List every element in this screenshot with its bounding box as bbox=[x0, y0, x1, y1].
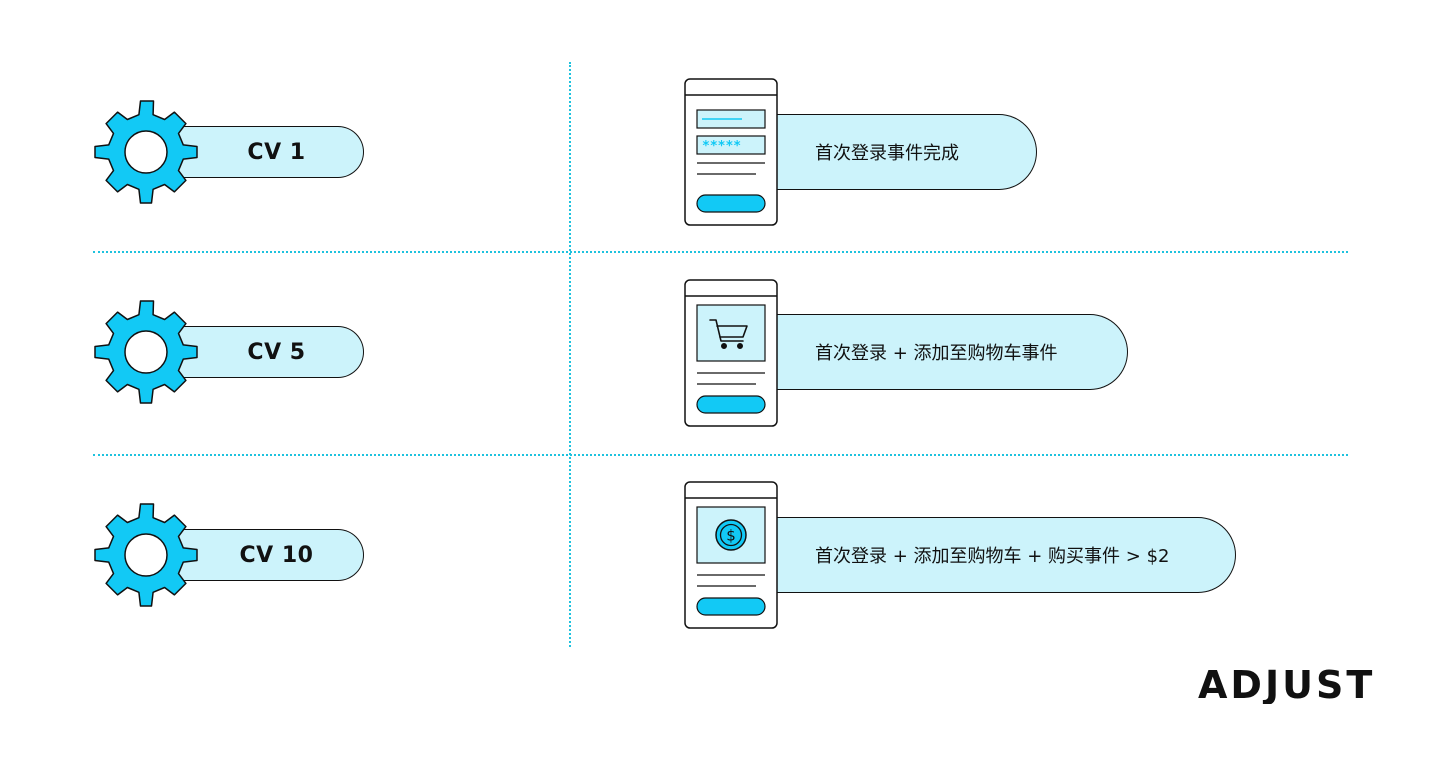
event-pill: 首次登录事件完成 bbox=[760, 114, 1037, 190]
cv-label-pill: CV 5 bbox=[168, 326, 364, 378]
shopping-cart-screen bbox=[684, 279, 778, 427]
event-label: 首次登录 + 添加至购物车 + 购买事件 > $2 bbox=[815, 546, 1170, 567]
cv-label: CV 1 bbox=[247, 139, 306, 165]
gear-icon bbox=[94, 503, 198, 607]
dollar-coin-icon: $ bbox=[715, 519, 747, 551]
cv-label-pill: CV 1 bbox=[168, 126, 364, 178]
gear-icon bbox=[94, 300, 198, 404]
event-label: 首次登录事件完成 bbox=[815, 143, 959, 164]
adjust-logo-text: ADJUST bbox=[1198, 664, 1375, 704]
cv-label-pill: CV 10 bbox=[168, 529, 364, 581]
gear-icon bbox=[94, 100, 198, 204]
adjust-logo: ADJUST bbox=[1198, 664, 1375, 704]
horizontal-divider-2 bbox=[93, 454, 1348, 456]
shopping-cart-icon bbox=[709, 319, 748, 350]
purchase-screen: $ bbox=[684, 481, 778, 629]
cv-label: CV 10 bbox=[239, 542, 314, 568]
event-pill: 首次登录 + 添加至购物车 + 购买事件 > $2 bbox=[760, 517, 1236, 593]
cv-label: CV 5 bbox=[247, 339, 306, 365]
password-mask: ***** bbox=[702, 139, 741, 154]
event-pill: 首次登录 + 添加至购物车事件 bbox=[760, 314, 1128, 390]
vertical-divider bbox=[569, 62, 571, 647]
login-form-icon: ***** bbox=[684, 78, 778, 226]
event-label: 首次登录 + 添加至购物车事件 bbox=[815, 343, 1058, 364]
coin-symbol: $ bbox=[726, 527, 736, 545]
horizontal-divider-1 bbox=[93, 251, 1348, 253]
